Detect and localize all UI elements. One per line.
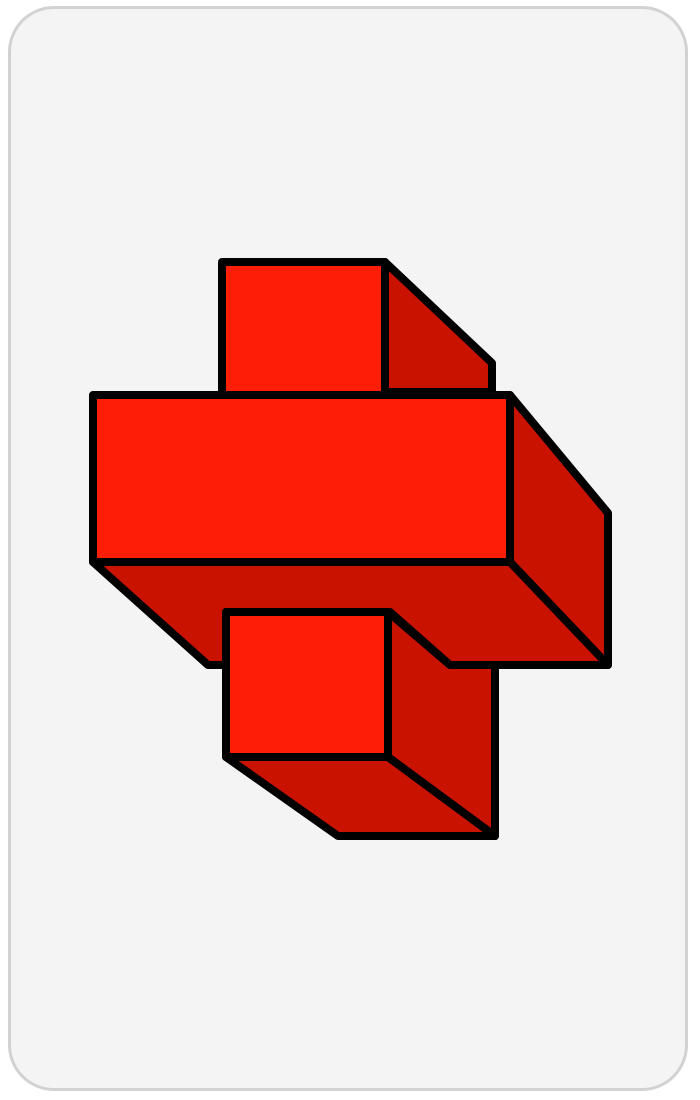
top-cube-front-face bbox=[218, 258, 389, 399]
top-cube-side-face bbox=[381, 258, 496, 396]
lower-cube-front-face bbox=[222, 608, 392, 761]
bar-front-face bbox=[89, 391, 514, 566]
